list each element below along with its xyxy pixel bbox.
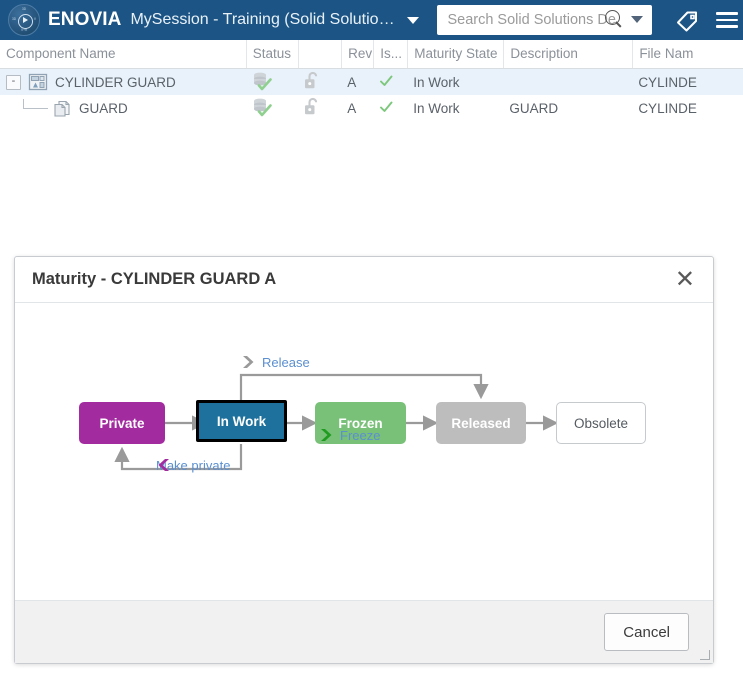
compass-logo-icon[interactable]: 3D V+R 3D V [8, 4, 40, 36]
state-label: Frozen [338, 415, 383, 431]
session-title: MySession - Training (Solid Solutions D.… [130, 11, 399, 28]
column-header-description[interactable]: Description [503, 40, 632, 68]
compass-tick-right: V [33, 17, 36, 21]
transition-release[interactable]: Release [242, 355, 310, 370]
session-chevron-down-icon[interactable] [407, 16, 420, 24]
brand-title: ENOVIA [48, 9, 122, 30]
cell-rev: A [347, 74, 357, 90]
release-chevron-icon [242, 356, 256, 370]
cell-is [373, 74, 407, 91]
row-label: CYLINDER GUARD [55, 74, 176, 90]
column-header-rev[interactable]: Rev [341, 40, 373, 68]
unlocked-padlock-icon [304, 71, 320, 93]
search-box[interactable] [437, 5, 653, 35]
state-label: Released [451, 415, 511, 431]
hamburger-line-2 [716, 18, 739, 22]
table-row[interactable]: - CYLINDER GUARD [0, 69, 743, 95]
dialog-title: Maturity - CYLINDER GUARD A [32, 270, 277, 288]
component-grid: Component Name Status Rev Is... Maturity… [0, 40, 743, 121]
lifecycle-state-diagram: Private In Work Frozen Released Obsolete [15, 303, 713, 600]
cell-is [373, 100, 407, 117]
cell-file-name: CYLINDE [638, 74, 697, 90]
state-label: Obsolete [573, 415, 629, 431]
dialog-header: Maturity - CYLINDER GUARD A ✕ [15, 257, 713, 303]
compass-tick-bottom: V+R [21, 27, 28, 32]
lifecycle-connectors [114, 373, 559, 471]
cell-file-name: CYLINDE [638, 100, 697, 116]
transition-freeze[interactable]: Freeze [320, 428, 380, 443]
database-check-icon [252, 98, 274, 120]
state-obsolete[interactable]: Obsolete [556, 402, 646, 444]
state-label: In Work [216, 413, 267, 429]
cell-component-name: GUARD [0, 99, 246, 117]
green-check-icon [379, 101, 393, 117]
dialog-body: Private In Work Frozen Released Obsolete [15, 303, 713, 601]
cell-status [246, 97, 298, 120]
row-label: GUARD [79, 100, 128, 116]
column-header-file-name[interactable]: File Nam [632, 40, 743, 68]
green-check-icon [379, 75, 393, 91]
database-check-icon [252, 72, 274, 94]
column-header-lock[interactable] [297, 40, 341, 68]
row-expander-toggle[interactable]: - [6, 74, 21, 90]
tag-icon[interactable] [674, 7, 700, 33]
maturity-dialog: Maturity - CYLINDER GUARD A ✕ [14, 256, 714, 664]
cell-rev: A [347, 100, 357, 116]
cell-maturity-state: In Work [413, 74, 460, 90]
cell-status [246, 71, 298, 94]
column-header-status[interactable]: Status [245, 40, 298, 68]
search-chevron-down-icon[interactable] [631, 16, 644, 23]
column-header-is[interactable]: Is... [373, 40, 407, 68]
state-released[interactable]: Released [436, 402, 526, 444]
resize-grip-icon[interactable] [700, 650, 710, 660]
cell-component-name: - CYLINDER GUARD [0, 73, 246, 91]
transition-label: Make private [156, 458, 231, 473]
hamburger-line-1 [716, 12, 739, 15]
compass-tick-top: 3D [22, 7, 27, 11]
freeze-chevron-icon [320, 429, 334, 443]
unlocked-padlock-icon [304, 97, 320, 119]
hamburger-menu-icon[interactable] [716, 8, 739, 32]
cell-lock [298, 97, 341, 119]
cell-description: GUARD [509, 100, 559, 116]
hamburger-line-3 [716, 25, 739, 28]
cell-lock [298, 71, 341, 93]
state-label: Private [99, 415, 145, 431]
column-header-component-name[interactable]: Component Name [6, 46, 116, 61]
cell-maturity-state: In Work [413, 100, 460, 116]
table-row[interactable]: GUARD A [0, 95, 743, 121]
column-header-maturity-state[interactable]: Maturity State [407, 40, 503, 68]
state-private[interactable]: Private [79, 402, 165, 444]
compass-ring [17, 13, 33, 29]
dialog-footer: Cancel [15, 601, 713, 663]
app-header-bar: 3D V+R 3D V ENOVIA MySession - Training … [0, 0, 743, 40]
transition-label: Release [262, 355, 310, 370]
state-in-work[interactable]: In Work [196, 400, 287, 442]
transition-make-private[interactable]: Make private [156, 458, 250, 473]
compass-tick-left: 3D [12, 17, 17, 21]
search-input[interactable] [437, 5, 653, 35]
part-icon [52, 99, 72, 117]
make-private-chevron-icon [158, 459, 250, 473]
transition-label: Freeze [340, 428, 381, 443]
cancel-button[interactable]: Cancel [604, 613, 689, 651]
state-frozen[interactable]: Frozen [315, 402, 406, 444]
close-icon[interactable]: ✕ [674, 265, 695, 293]
tree-connector-line [23, 99, 48, 109]
grid-header-row: Component Name Status Rev Is... Maturity… [0, 40, 743, 69]
assembly-icon [28, 73, 48, 91]
